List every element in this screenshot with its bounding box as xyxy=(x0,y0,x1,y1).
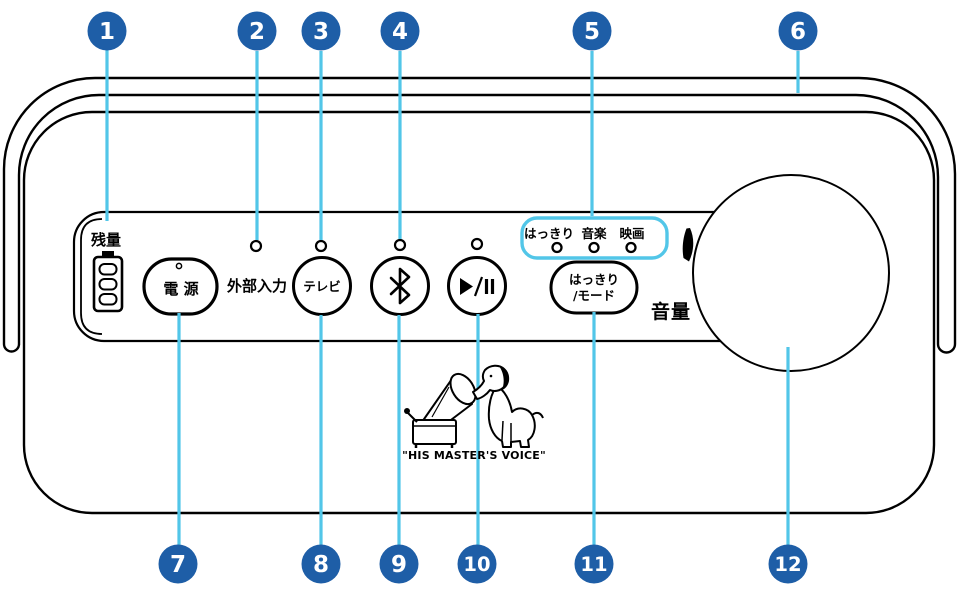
clear-mode-button: はっきり /モード xyxy=(549,260,639,315)
power-button: 電 源 xyxy=(142,257,219,316)
svg-text:4: 4 xyxy=(392,19,408,45)
logo-caption: "HIS MASTER'S VOICE" xyxy=(402,449,546,462)
clear-mode-label-line2: /モード xyxy=(573,288,615,303)
play-pause-led xyxy=(470,237,484,251)
svg-text:3: 3 xyxy=(313,19,329,45)
gramophone-icon xyxy=(404,372,477,448)
bluetooth-icon xyxy=(389,267,411,305)
svg-text:6: 6 xyxy=(790,19,806,45)
svg-text:7: 7 xyxy=(170,552,186,578)
callout-marker-2: 2 xyxy=(237,11,277,51)
callout-marker-9: 9 xyxy=(379,544,419,584)
mode-led-label-clear: はっきり xyxy=(524,226,574,241)
svg-text:10: 10 xyxy=(463,553,490,576)
callout-marker-10: 10 xyxy=(457,544,497,584)
hmv-logo: "HIS MASTER'S VOICE" xyxy=(402,364,546,462)
callout-marker-6: 6 xyxy=(778,11,818,51)
svg-text:1: 1 xyxy=(99,19,115,45)
carry-handle xyxy=(2,76,957,354)
clear-mode-label-line1: はっきり xyxy=(569,272,619,287)
bluetooth-button xyxy=(370,256,430,316)
mode-led-music xyxy=(588,241,600,254)
callout-marker-4: 4 xyxy=(380,11,420,51)
volume-knob xyxy=(692,174,890,372)
svg-text:12: 12 xyxy=(774,553,801,576)
tv-button-label: テレビ xyxy=(303,279,341,294)
battery-icon xyxy=(92,251,124,313)
svg-text:5: 5 xyxy=(584,19,600,45)
svg-text:11: 11 xyxy=(580,553,607,576)
mode-led-clear xyxy=(551,241,563,254)
mode-led-label-movie: 映画 xyxy=(619,226,644,241)
callout-marker-1: 1 xyxy=(87,11,127,51)
callout-marker-12: 12 xyxy=(768,544,808,584)
external-input-label: 外部入力 xyxy=(226,277,287,295)
sound-mode-led-group: はっきり 音楽 映画 xyxy=(520,216,669,260)
tv-led xyxy=(314,239,328,253)
svg-text:2: 2 xyxy=(249,19,265,45)
battery-label: 残量 xyxy=(91,231,121,249)
svg-text:9: 9 xyxy=(391,552,407,578)
volume-label: 音量 xyxy=(651,300,691,323)
control-panel-inner-edge xyxy=(80,218,103,335)
play-pause-button xyxy=(447,256,507,316)
svg-text:8: 8 xyxy=(313,552,329,578)
callout-marker-7: 7 xyxy=(158,544,198,584)
volume-level-icon xyxy=(682,228,694,262)
callout-lines xyxy=(105,50,800,545)
callout-marker-11: 11 xyxy=(574,544,614,584)
mode-led-label-music: 音楽 xyxy=(581,226,607,241)
power-button-label: 電 源 xyxy=(163,280,198,298)
callout-marker-8: 8 xyxy=(301,544,341,584)
bluetooth-led xyxy=(393,238,407,252)
callout-marker-3: 3 xyxy=(301,11,341,51)
mode-led-movie xyxy=(625,241,637,254)
callout-marker-5: 5 xyxy=(572,11,612,51)
tv-button: テレビ xyxy=(292,256,352,316)
external-input-led xyxy=(249,239,263,253)
dog-icon xyxy=(472,364,544,448)
play-pause-icon xyxy=(460,276,495,297)
power-led xyxy=(175,262,183,270)
callout-markers: 1 2 3 4 5 6 7 8 9 10 11 12 xyxy=(87,11,818,584)
